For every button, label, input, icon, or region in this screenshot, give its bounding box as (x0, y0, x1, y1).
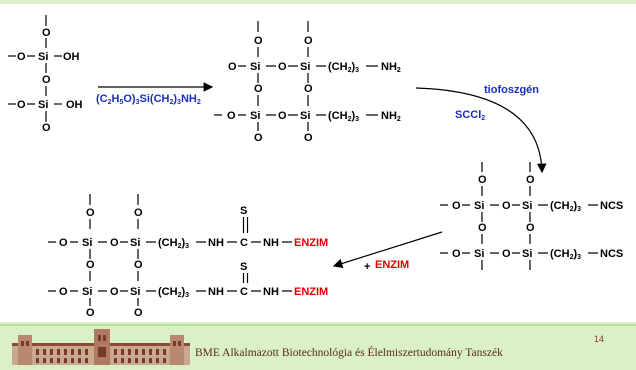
footer-divider (0, 324, 636, 326)
svg-text:NH: NH (208, 286, 224, 298)
svg-text:O: O (278, 110, 287, 122)
svg-text:NH: NH (263, 286, 279, 298)
svg-text:C: C (240, 286, 248, 298)
svg-text:(CH2)3: (CH2)3 (328, 61, 359, 74)
footer-institution: BME Alkalmazott Biotechnológia és Élelmi… (195, 347, 503, 359)
reaction-arrow-3 (332, 231, 443, 269)
svg-text:O: O (228, 61, 237, 73)
svg-text:(CH2)3: (CH2)3 (158, 237, 189, 250)
svg-text:Si: Si (300, 61, 310, 73)
svg-text:O: O (304, 83, 313, 95)
svg-text:O: O (227, 110, 236, 122)
svg-text:(CH2)3: (CH2)3 (328, 110, 359, 123)
svg-text:O: O (254, 132, 263, 144)
reagent-enzim: ENZIM (375, 259, 409, 271)
svg-text:(CH2)3: (CH2)3 (550, 248, 581, 261)
svg-text:O: O (17, 99, 26, 111)
svg-text:Si: Si (250, 61, 260, 73)
svg-text:S: S (240, 261, 247, 273)
svg-text:(CH2)3: (CH2)3 (158, 286, 189, 299)
svg-text:O: O (42, 122, 51, 134)
svg-text:Si: Si (474, 248, 484, 260)
svg-text:O: O (17, 51, 26, 63)
svg-text:ENZIM: ENZIM (294, 286, 328, 298)
svg-text:Si: Si (522, 248, 532, 260)
svg-text:ENZIM: ENZIM (294, 237, 328, 249)
svg-text:O: O (42, 74, 51, 86)
structure-silanol: O O Si OH O O Si OH O (8, 15, 83, 134)
svg-text:O: O (526, 222, 535, 234)
svg-text:O: O (59, 237, 68, 249)
svg-text:S: S (240, 205, 247, 217)
svg-text:O: O (478, 174, 487, 186)
svg-text:O: O (452, 200, 461, 212)
svg-text:NCS: NCS (600, 200, 623, 212)
structure-isothiocyanate: O O O Si O Si (CH2)3 NCS O O O (440, 162, 623, 270)
svg-text:O: O (304, 35, 313, 47)
svg-text:O: O (42, 27, 51, 39)
svg-text:O: O (502, 200, 511, 212)
svg-text:O: O (502, 248, 511, 260)
reagent-thiophosgene-formula: SCCl2 (455, 109, 485, 122)
svg-text:O: O (110, 286, 119, 298)
svg-text:O: O (59, 286, 68, 298)
svg-text:NH: NH (263, 237, 279, 249)
svg-text:Si: Si (300, 110, 310, 122)
svg-text:O: O (254, 83, 263, 95)
svg-text:O: O (86, 207, 95, 219)
page-number: 14 (594, 334, 605, 344)
svg-text:O: O (254, 35, 263, 47)
svg-text:Si: Si (130, 237, 140, 249)
svg-text:O: O (304, 132, 313, 144)
structure-aminopropyl: O O O Si O Si (CH2)3 NH2 O O O Si (214, 21, 401, 144)
svg-text:C: C (240, 237, 248, 249)
svg-text:O: O (134, 307, 143, 319)
svg-text:Si: Si (250, 110, 260, 122)
svg-text:Si: Si (82, 286, 92, 298)
reagent-enzim-plus: + (364, 261, 370, 273)
svg-text:Si: Si (38, 99, 48, 111)
svg-text:O: O (86, 259, 95, 271)
svg-text:O: O (86, 307, 95, 319)
svg-text:O: O (278, 61, 287, 73)
top-strip (0, 0, 636, 4)
svg-text:NCS: NCS (600, 248, 623, 260)
svg-text:O: O (478, 222, 487, 234)
university-building-logo (12, 329, 190, 365)
svg-text:OH: OH (66, 99, 83, 111)
svg-text:Si: Si (522, 200, 532, 212)
svg-text:O: O (134, 259, 143, 271)
svg-text:(CH2)3: (CH2)3 (550, 200, 581, 213)
svg-text:Si: Si (82, 237, 92, 249)
structure-enzyme-bound: O O S O Si O Si (CH2)3 NH C NH ENZIM (48, 194, 328, 319)
svg-text:O: O (452, 248, 461, 260)
svg-text:NH: NH (208, 237, 224, 249)
svg-text:Si: Si (38, 51, 48, 63)
reaction-arrow-2 (415, 87, 547, 174)
svg-text:O: O (134, 207, 143, 219)
svg-text:O: O (110, 237, 119, 249)
svg-text:O: O (526, 174, 535, 186)
svg-text:NH2: NH2 (381, 110, 401, 123)
svg-text:NH2: NH2 (381, 61, 401, 74)
svg-text:Si: Si (474, 200, 484, 212)
svg-text:Si: Si (130, 286, 140, 298)
reagent-thiophosgene-name: tiofoszgén (484, 84, 539, 96)
reaction-scheme: O O Si OH O O Si OH O (C2H5O)3Si(CH2)3NH… (8, 15, 623, 319)
reagent-aminopropyl-silane: (C2H5O)3Si(CH2)3NH2 (96, 93, 201, 106)
svg-text:OH: OH (63, 51, 80, 63)
